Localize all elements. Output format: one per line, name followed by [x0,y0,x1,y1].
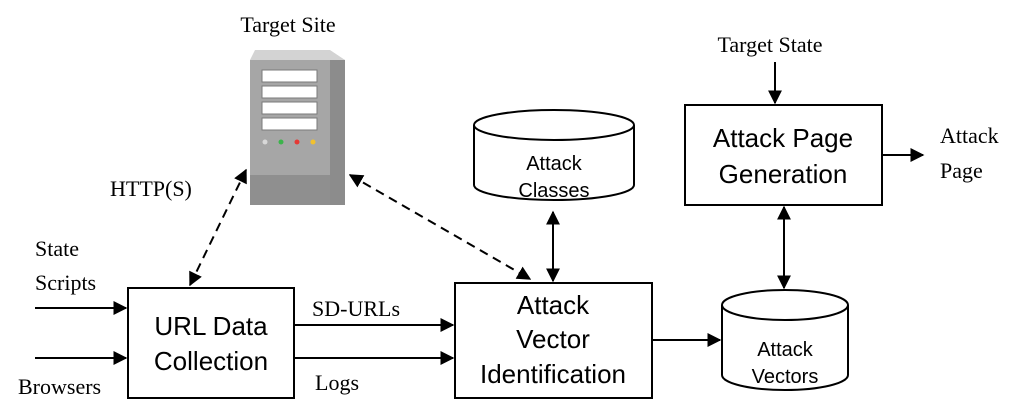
http-label: HTTP(S) [110,176,192,201]
attack-vector-identification-label-2: Vector [516,324,590,354]
state-scripts-label-2: Scripts [35,270,96,295]
attack-vectors-label-1: Attack [757,339,814,361]
server-icon [250,50,345,205]
url-data-collection-label-1: URL Data [154,311,268,341]
target-site-label: Target Site [240,12,335,37]
attack-page-generation-label-2: Generation [719,159,848,189]
target-state-label: Target State [718,32,823,57]
state-scripts-label-1: State [35,236,79,261]
browsers-label: Browsers [18,374,101,399]
attack-classes-label-2: Classes [518,180,589,202]
attack-classes-label-1: Attack [526,153,583,175]
logs-label: Logs [315,370,359,395]
attack-vector-identification-box [454,282,653,399]
attack-page-generation-label-1: Attack Page [713,123,853,153]
attack-page-label-2: Page [940,158,983,183]
attack-page-generation-box [684,104,883,206]
attack-vectors-database [721,289,849,391]
attack-vector-identification-label-3: Identification [480,359,626,389]
http-connection-url-collection [189,168,247,287]
attack-vector-identification-label-1: Attack [517,290,590,320]
url-data-collection-label-2: Collection [154,346,268,376]
attack-vectors-label-2: Vectors [752,366,819,388]
attack-page-label-1: Attack [940,123,999,148]
http-connection-attack-vector [348,174,532,280]
url-data-collection-box [127,287,295,399]
sd-urls-label: SD-URLs [312,296,400,321]
